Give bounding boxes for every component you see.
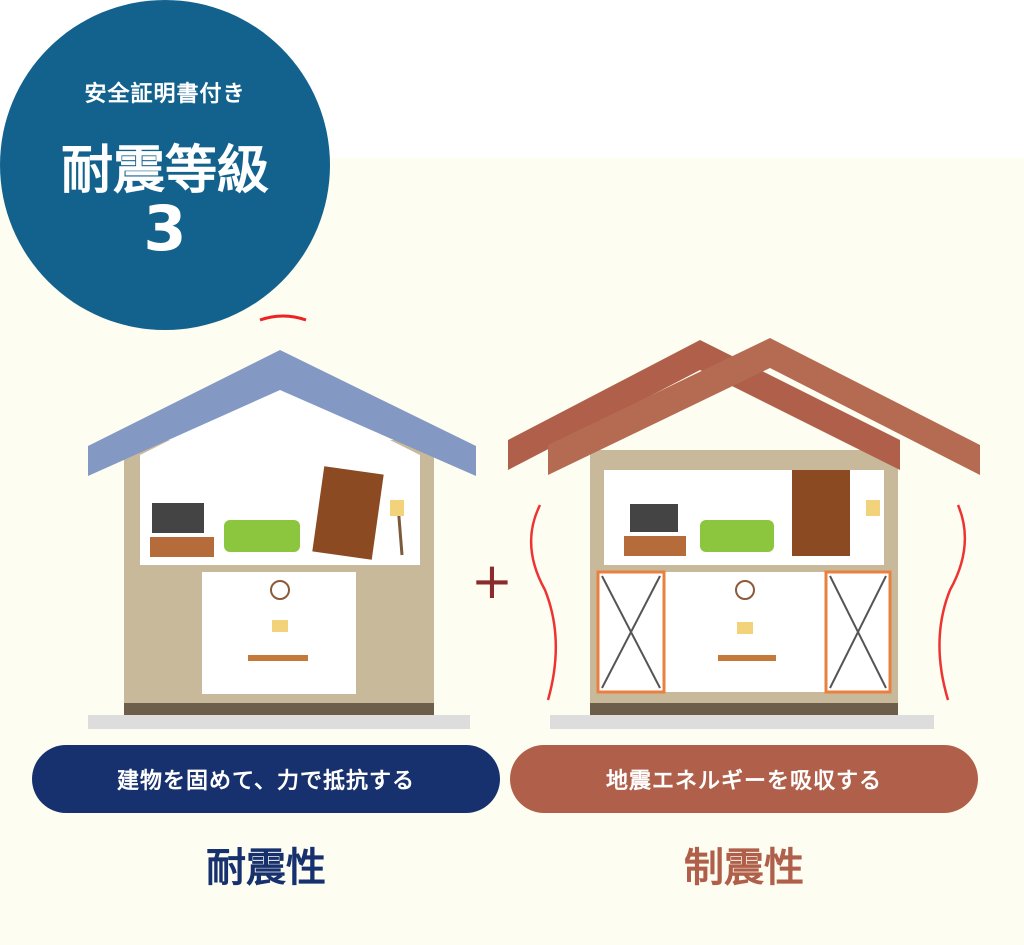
left-house: [88, 314, 476, 729]
right-title: 制震性: [684, 845, 804, 891]
left-caption: 建物を固めて、力で抵抗する: [32, 745, 500, 813]
sway-arrow-icon: [259, 314, 307, 322]
plus-icon: +: [471, 552, 513, 610]
wave-right-icon: [938, 504, 967, 701]
wave-left-icon: [529, 504, 558, 701]
roof-left: [88, 350, 476, 476]
right-caption: 地震エネルギーを吸収する: [510, 745, 978, 813]
badge-subtitle: 安全証明書付き: [84, 82, 246, 107]
roof-right: [548, 338, 980, 475]
seismic-grade-badge: 安全証明書付き 耐震等級 3: [0, 0, 330, 330]
badge-grade: 3: [143, 192, 187, 265]
left-title: 耐震性: [206, 845, 326, 891]
right-house: [508, 338, 980, 729]
badge-title: 耐震等級: [60, 141, 269, 201]
